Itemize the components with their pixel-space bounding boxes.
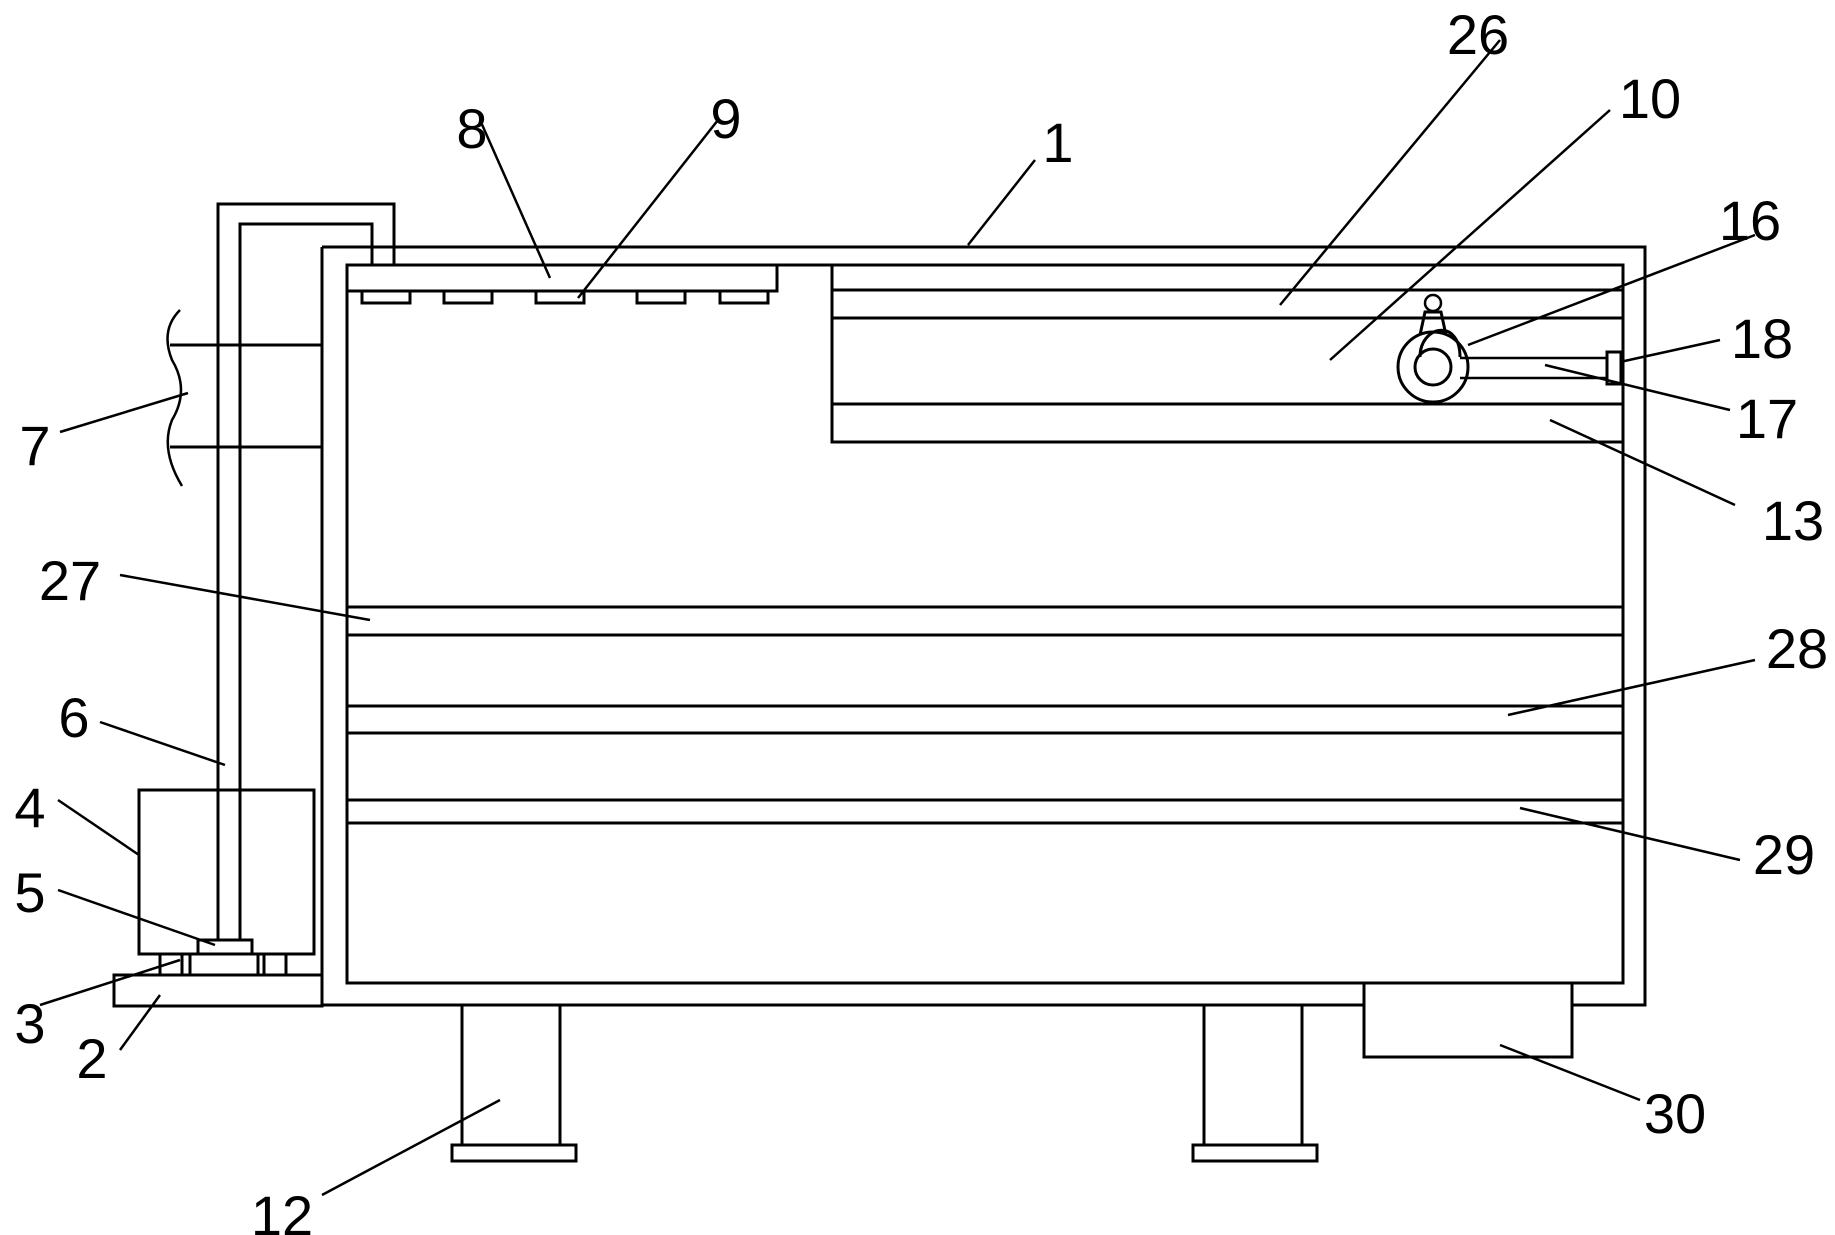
nozzle-3 — [534, 289, 586, 305]
wall-section — [166, 309, 322, 487]
label-10: 10 — [1619, 67, 1681, 130]
label-1: 1 — [1042, 111, 1073, 174]
base-plate — [112, 952, 324, 1008]
label-8: 8 — [456, 97, 487, 160]
label-27: 27 — [39, 549, 101, 612]
drain-box — [1362, 981, 1574, 1059]
nozzle-4 — [635, 289, 687, 305]
label-6: 6 — [58, 686, 89, 749]
label-3: 3 — [14, 992, 45, 1055]
label-12: 12 — [251, 1184, 313, 1235]
pipe — [216, 202, 396, 790]
nozzle-2 — [442, 289, 494, 305]
upper-compartment — [830, 265, 1623, 444]
reference-labels: 1 2 3 4 5 6 7 8 9 10 12 13 16 17 18 26 2… — [14, 3, 1828, 1235]
label-7: 7 — [19, 414, 50, 477]
label-2: 2 — [76, 1027, 107, 1090]
label-30: 30 — [1644, 1082, 1706, 1145]
label-28: 28 — [1766, 617, 1828, 680]
pump-assembly — [137, 788, 316, 956]
label-5: 5 — [14, 861, 45, 924]
roller — [1396, 293, 1470, 404]
spray-bar — [345, 263, 779, 305]
label-9: 9 — [710, 87, 741, 150]
label-29: 29 — [1753, 823, 1815, 886]
tank-body — [320, 245, 1647, 1007]
label-16: 16 — [1719, 189, 1781, 252]
filter-layers — [347, 605, 1623, 825]
label-18: 18 — [1731, 307, 1793, 370]
nozzle-5 — [718, 289, 770, 305]
label-13: 13 — [1762, 489, 1824, 552]
label-4: 4 — [14, 776, 45, 839]
leader-lines — [39, 39, 1756, 1197]
nozzle-1 — [360, 289, 412, 305]
support-legs — [450, 1003, 1319, 1163]
label-26: 26 — [1447, 3, 1509, 66]
label-17: 17 — [1736, 387, 1798, 450]
